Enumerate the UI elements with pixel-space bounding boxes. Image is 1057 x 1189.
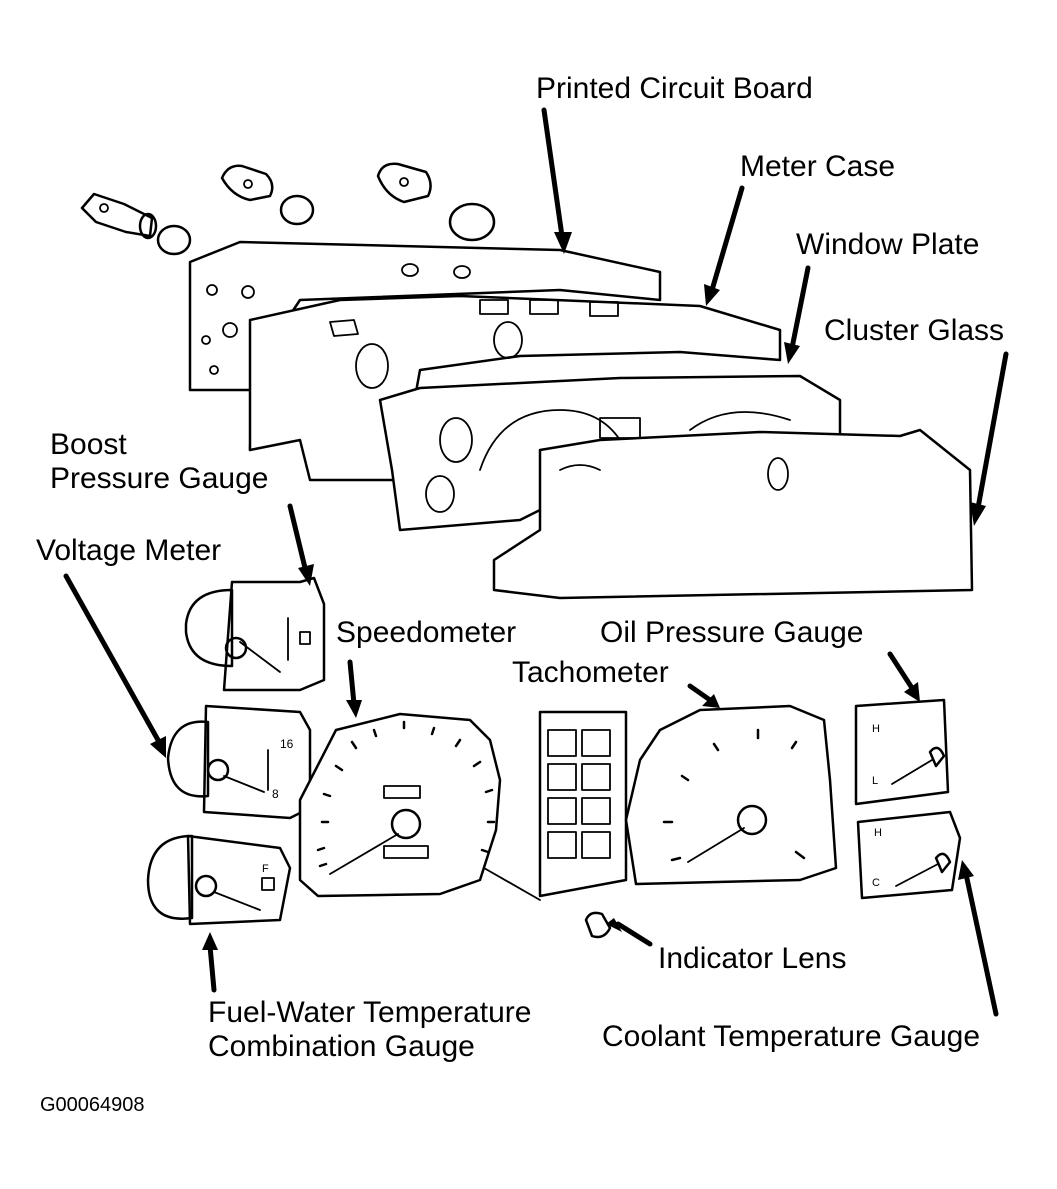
voltage-meter-part: 16 8 [166,704,312,820]
bulb-socket-1 [80,192,192,256]
label-coolant-temperature-gauge: Coolant Temperature Gauge [602,1020,981,1053]
voltage-high-mark: 16 [280,737,294,751]
label-fuel-water-gauge: Fuel-Water Temperature Combination Gauge [208,996,531,1064]
meter-case-part [248,294,782,482]
boost-pressure-gauge-part [184,576,326,692]
label-speedometer: Speedometer [336,616,517,649]
label-fuel-water-gauge-line1: Fuel-Water Temperature [208,996,532,1029]
arrow-cluster-glass [970,351,1009,526]
label-printed-circuit-board: Printed Circuit Board [536,72,813,105]
indicator-lens-cells [547,729,611,859]
label-tachometer: Tachometer [512,656,669,689]
indicator-lens-part [483,710,628,939]
arrow-indicator-lens [606,918,653,947]
arrow-printed-circuit-board [541,107,572,254]
oil-high-mark: H [872,723,880,735]
tachometer-tick-marks [662,728,806,862]
arrow-speedometer [346,659,362,718]
speedometer-part [298,712,502,898]
tachometer-part [624,704,838,886]
label-indicator-lens: Indicator Lens [658,942,847,975]
arrow-tachometer [687,683,720,708]
arrow-window-plate [784,265,811,364]
label-cluster-glass: Cluster Glass [824,314,1005,347]
bulb-socket-3 [376,162,496,242]
fuel-full-mark: F [262,863,269,875]
oil-pressure-gauge-part: H L [854,698,950,806]
speedometer-tick-marks [316,720,496,868]
arrow-voltage-meter [63,573,166,758]
arrow-coolant-temperature-gauge [958,860,999,1017]
label-boost-pressure-gauge-line1: Boost [50,428,127,461]
label-window-plate: Window Plate [796,228,980,261]
arrow-meter-case [704,185,745,306]
coolant-low-mark: C [872,877,880,889]
label-meter-case: Meter Case [740,150,896,183]
arrow-oil-pressure-gauge [887,651,920,702]
cluster-glass-part [492,428,974,600]
bulb-socket-2 [220,164,315,226]
reference-code: G00064908 [40,1094,145,1116]
oil-low-mark: L [872,775,878,787]
arrow-boost-pressure-gauge [287,503,314,586]
bulb-sockets [80,162,496,256]
arrow-fuel-water-gauge [202,932,218,993]
fuel-water-gauge-part: F [146,834,292,926]
leader-arrows [63,107,1009,1017]
label-voltage-meter: Voltage Meter [36,534,222,567]
label-boost-pressure-gauge: Boost Pressure Gauge [50,428,268,496]
coolant-high-mark: H [874,827,882,839]
label-oil-pressure-gauge: Oil Pressure Gauge [600,616,864,649]
label-boost-pressure-gauge-line2: Pressure Gauge [50,462,269,495]
label-fuel-water-gauge-line2: Combination Gauge [208,1030,475,1063]
voltage-low-mark: 8 [272,787,279,801]
coolant-temperature-gauge-part: H C [856,810,962,900]
